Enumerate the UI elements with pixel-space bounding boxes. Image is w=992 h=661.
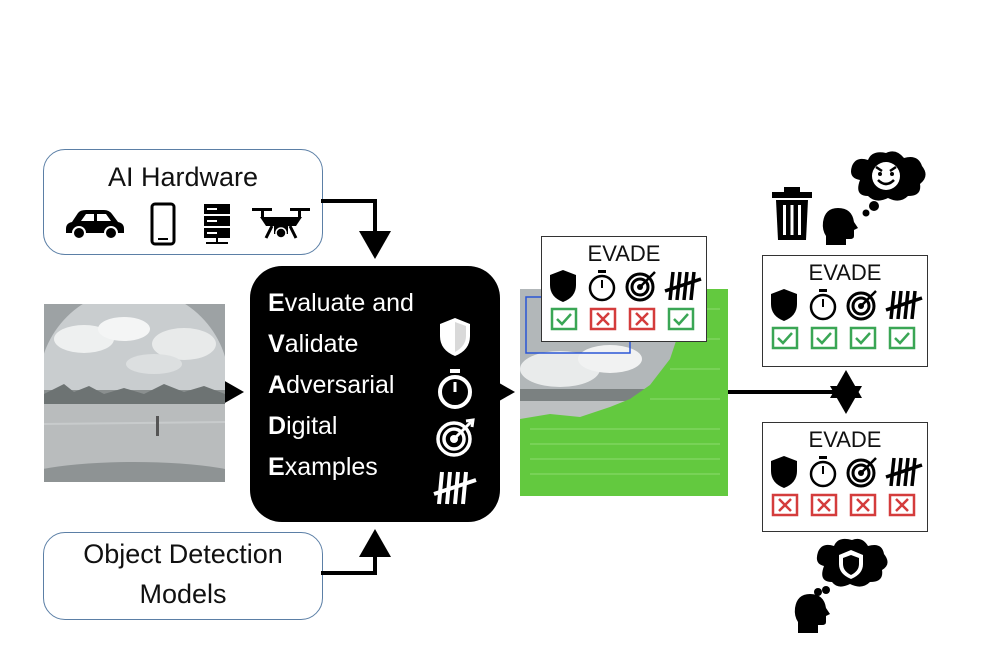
server-icon (204, 204, 230, 244)
object-detection-models-box: Object Detection Models (43, 532, 323, 620)
models-title-line2: Models (139, 579, 227, 609)
tally-icon (885, 290, 923, 320)
stopwatch-icon (809, 456, 837, 488)
pass-check-icon (888, 326, 916, 350)
arrow-hardware-to-evade (321, 199, 391, 259)
person-head-icon (794, 594, 830, 633)
fail-x-icon (628, 307, 656, 331)
evade-framework-box: Evaluate and Validate Adversarial Digita… (250, 266, 500, 522)
evade-card-results (542, 305, 706, 333)
fail-x-icon (849, 493, 877, 517)
tally-icon (433, 471, 477, 505)
evade-card-title: EVADE (808, 427, 882, 452)
tally-icon (664, 271, 702, 301)
evade-card-icons (763, 288, 927, 322)
stopwatch-icon (438, 369, 472, 409)
target-icon (436, 418, 475, 457)
evade-line-digital: Digital (268, 412, 338, 440)
pass-check-icon (810, 326, 838, 350)
evade-card-results (763, 491, 927, 519)
thought-bubble-dot (814, 588, 822, 596)
stopwatch-icon (809, 289, 837, 321)
drone-icon (252, 208, 310, 239)
evade-line-examples: Examples (268, 453, 378, 481)
target-icon (625, 271, 656, 302)
shield-icon (771, 289, 797, 321)
trash-icon (772, 187, 812, 240)
evade-card-title: EVADE (587, 241, 661, 266)
evade-card-icons (763, 455, 927, 489)
person-head-icon (822, 208, 858, 245)
evade-line-adversarial: Adversarial (268, 371, 395, 399)
input-scene-image (44, 304, 225, 482)
models-title-line1: Object Detection (83, 539, 283, 569)
ai-hardware-box: AI Hardware (43, 149, 323, 255)
fail-x-icon (810, 493, 838, 517)
tally-icon (885, 457, 923, 487)
evade-line-evaluate: Evaluate and (268, 289, 414, 317)
evade-result-card-fail: EVADE (762, 422, 928, 532)
evade-card-icons (542, 269, 706, 303)
evil-thought-icon (851, 151, 926, 217)
pass-check-icon (849, 326, 877, 350)
shield-icon (440, 318, 470, 356)
stopwatch-icon (588, 270, 616, 302)
evade-result-card-initial: EVADE (541, 236, 707, 342)
fail-x-icon (771, 493, 799, 517)
evade-card-results (763, 324, 927, 352)
car-icon (66, 210, 124, 240)
phone-icon (150, 202, 176, 246)
evade-result-card-pass: EVADE (762, 255, 928, 367)
target-icon (846, 457, 877, 488)
shield-icon (550, 270, 576, 302)
evade-line-validate: Validate (268, 330, 359, 358)
target-icon (846, 290, 877, 321)
pass-check-icon (550, 307, 578, 331)
pass-check-icon (667, 307, 695, 331)
fail-x-icon (589, 307, 617, 331)
evade-card-title: EVADE (808, 260, 882, 285)
pass-check-icon (771, 326, 799, 350)
shield-thought-icon (816, 538, 888, 594)
arrow-models-to-evade (321, 529, 391, 575)
shield-icon (771, 456, 797, 488)
ai-hardware-title: AI Hardware (107, 162, 259, 192)
fail-x-icon (888, 493, 916, 517)
